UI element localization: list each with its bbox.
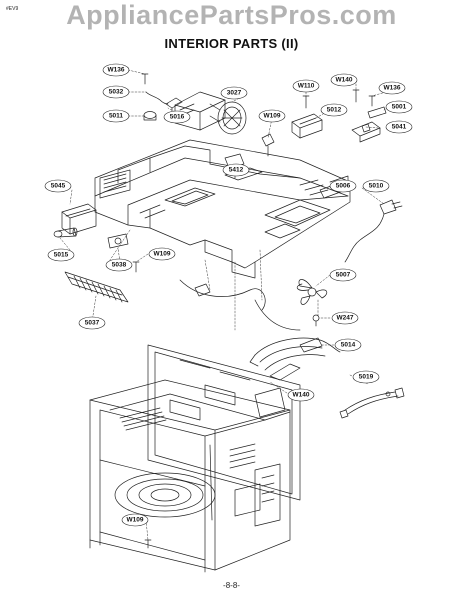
svg-text:5012: 5012: [327, 107, 342, 114]
label-5037: 5037: [78, 316, 106, 330]
svg-text:5038: 5038: [112, 262, 127, 269]
label-w109-middle: W109: [148, 247, 176, 261]
svg-text:W109: W109: [154, 251, 171, 258]
svg-text:5015: 5015: [54, 252, 69, 259]
label-5012: 5012: [320, 103, 348, 117]
svg-text:5006: 5006: [336, 183, 351, 190]
model-code: #EV9: [6, 6, 19, 12]
label-5014: 5014: [334, 338, 362, 352]
part-5012-drawing: [291, 113, 323, 139]
label-5015: 5015: [47, 248, 75, 262]
svg-text:5016: 5016: [170, 114, 185, 121]
label-5007: 5007: [329, 268, 357, 282]
svg-text:5412: 5412: [229, 167, 244, 174]
page-title: INTERIOR PARTS (II): [164, 36, 299, 51]
watermark: AppliancePartsPros.com: [66, 0, 397, 30]
label-5041: 5041: [385, 120, 413, 134]
svg-text:W247: W247: [337, 315, 354, 322]
screw-w136-top-right: [368, 95, 376, 107]
label-5011: 5011: [102, 109, 130, 123]
cavity-top-assembly: [94, 139, 351, 279]
label-w136-top-right: W136: [378, 81, 406, 95]
label-w140-upper: W140: [330, 73, 358, 87]
svg-text:W140: W140: [293, 392, 310, 399]
label-5032: 5032: [102, 85, 130, 99]
svg-text:W109: W109: [264, 113, 281, 120]
oven-cavity-assembly: [89, 344, 301, 573]
part-5014-drawing: [249, 337, 341, 381]
screw-w109-middle: [132, 261, 140, 273]
label-w247: W247: [331, 311, 359, 325]
label-w136-top-left: W136: [102, 63, 130, 77]
svg-text:W109: W109: [127, 517, 144, 524]
svg-text:5007: 5007: [336, 272, 351, 279]
label-5010: 5010: [362, 179, 390, 193]
part-5001-drawing: [367, 106, 387, 119]
label-w140-lower: W140: [287, 388, 315, 402]
part-5015-drawing: [53, 227, 78, 238]
label-5019: 5019: [352, 370, 380, 384]
part-5037-drawing: [64, 271, 129, 303]
part-labels: W136 5032 5011 5016 3027 W109: [44, 63, 413, 527]
part-5011-drawing: [143, 111, 157, 121]
svg-text:5010: 5010: [369, 183, 384, 190]
label-5412: 5412: [222, 163, 250, 177]
part-5032-drawing: [145, 91, 169, 105]
part-5010-drawing: [344, 199, 403, 263]
svg-text:3027: 3027: [227, 90, 242, 97]
screw-w109-lower: [144, 539, 152, 549]
svg-text:5011: 5011: [109, 113, 123, 120]
label-w109-upper: W109: [258, 109, 286, 123]
part-w247-drawing: [312, 314, 320, 327]
part-5019-drawing: [339, 387, 405, 419]
label-5006: 5006: [329, 179, 357, 193]
part-5041-drawing: [351, 121, 381, 143]
page-number: -8-8-: [223, 581, 240, 590]
svg-text:5014: 5014: [341, 342, 356, 349]
svg-text:W136: W136: [384, 85, 401, 92]
svg-text:W140: W140: [336, 77, 353, 84]
svg-text:5001: 5001: [392, 104, 407, 111]
leader-lines: [59, 69, 389, 541]
svg-text:5032: 5032: [109, 89, 124, 96]
label-5016: 5016: [163, 110, 191, 124]
svg-text:5041: 5041: [392, 124, 407, 131]
part-5045-drawing: [61, 203, 97, 235]
svg-text:5045: 5045: [51, 183, 66, 190]
label-w109-lower: W109: [121, 513, 149, 527]
svg-text:W110: W110: [298, 83, 315, 90]
svg-text:5037: 5037: [85, 320, 100, 327]
screw-w136-top-left: [141, 73, 149, 85]
screw-w140-upper: [352, 89, 360, 103]
part-5038-drawing: [107, 233, 129, 249]
screw-w110: [302, 95, 310, 109]
label-w110: W110: [292, 79, 320, 93]
label-3027: 3027: [220, 86, 248, 100]
svg-text:W136: W136: [108, 67, 125, 74]
label-5038: 5038: [105, 258, 133, 272]
screw-w109-upper: [261, 133, 275, 157]
label-5001: 5001: [385, 100, 413, 114]
wire-harness-upper: [179, 279, 301, 331]
svg-text:5019: 5019: [359, 374, 374, 381]
label-5045: 5045: [44, 179, 72, 193]
part-5007-drawing: [296, 279, 328, 305]
